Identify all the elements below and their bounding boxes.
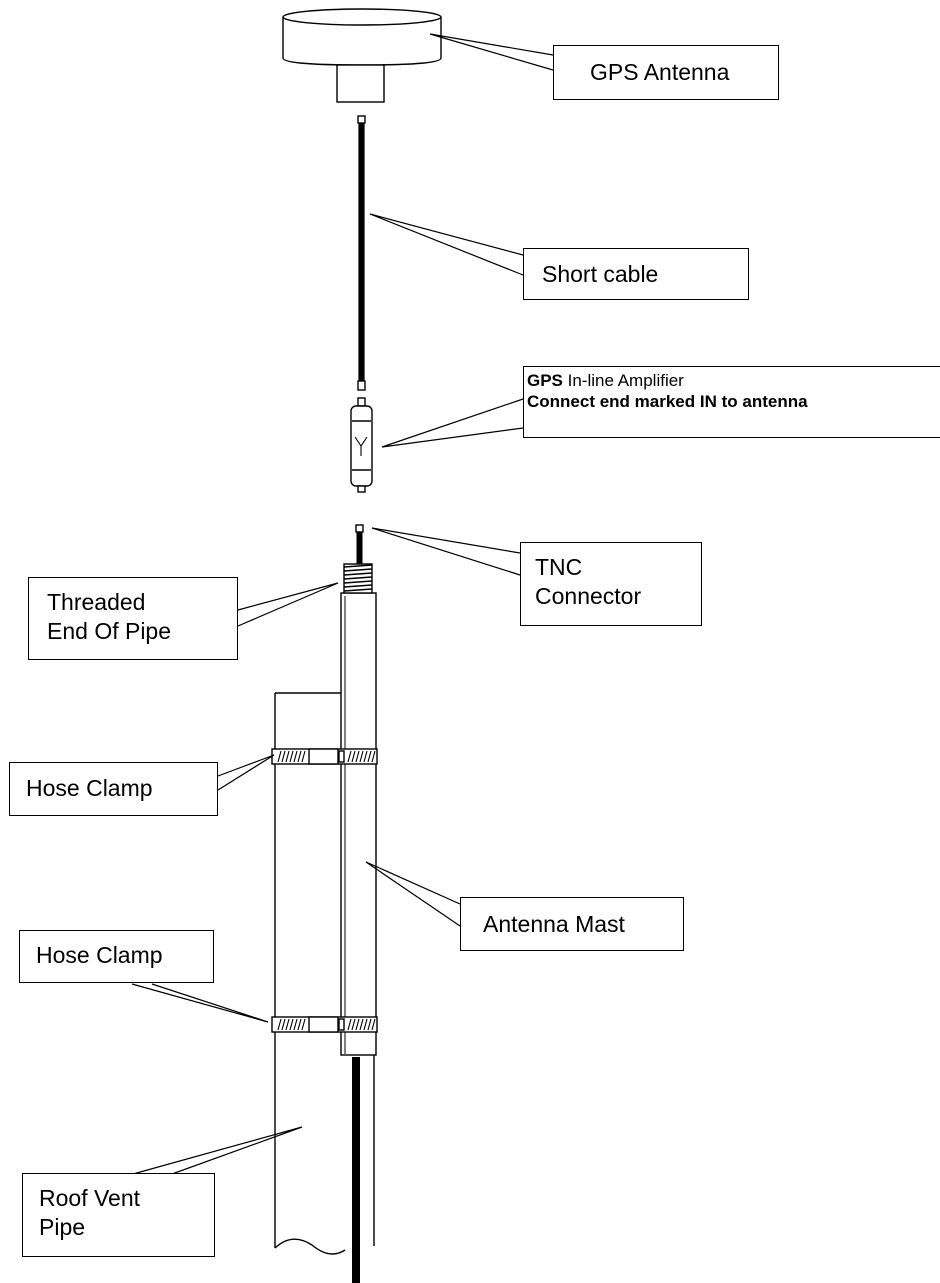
label-tnc-connector: TNC Connector <box>520 542 702 626</box>
long-cable <box>352 524 364 1283</box>
amplifier-line-1: GPS In-line Amplifier <box>527 370 940 391</box>
leader-amplifier <box>381 398 524 448</box>
short-cable <box>357 115 366 391</box>
label-gps-antenna: GPS Antenna <box>553 45 779 100</box>
amplifier-bold-prefix: GPS <box>527 371 563 390</box>
label-antenna-mast: Antenna Mast <box>460 897 684 951</box>
label-inline-amplifier: GPS In-line Amplifier Connect end marked… <box>523 366 940 438</box>
inline-amplifier <box>350 397 373 493</box>
label-short-cable: Short cable <box>523 248 749 300</box>
label-tnc-line-1: TNC <box>535 554 583 580</box>
antenna-mast <box>340 563 377 1056</box>
gps-antenna <box>282 8 442 103</box>
leader-lines <box>131 33 554 1175</box>
label-hose-clamp-lower: Hose Clamp <box>19 930 214 983</box>
label-short-cable-text: Short cable <box>542 261 659 287</box>
label-threaded-line-2: End Of Pipe <box>47 618 172 644</box>
hose-clamp-lower <box>271 1016 378 1033</box>
label-roof-vent-pipe: Roof Vent Pipe <box>22 1173 215 1257</box>
leader-roof <box>132 1126 303 1175</box>
leader-gps-antenna <box>429 33 554 71</box>
amplifier-instruction: Connect end marked IN to antenna <box>527 392 808 411</box>
amplifier-line-2: Connect end marked IN to antenna <box>527 391 940 412</box>
label-gps-antenna-text: GPS Antenna <box>590 59 730 85</box>
roof-vent-pipe <box>274 692 375 1255</box>
label-threaded-end: Threaded End Of Pipe <box>28 577 238 660</box>
amplifier-line-1-rest: In-line Amplifier <box>562 371 684 390</box>
leader-hose-lower <box>131 983 269 1023</box>
leader-tnc <box>371 527 521 576</box>
label-hose-clamp-upper-text: Hose Clamp <box>26 775 153 801</box>
leader-short-cable <box>369 213 524 276</box>
hose-clamp-upper <box>271 748 378 765</box>
label-antenna-mast-text: Antenna Mast <box>483 911 625 937</box>
label-hose-clamp-upper: Hose Clamp <box>9 762 218 816</box>
label-hose-clamp-lower-text: Hose Clamp <box>36 942 163 968</box>
label-threaded-line-1: Threaded <box>47 589 146 615</box>
leader-hose-upper <box>217 754 275 791</box>
label-roof-line-1: Roof Vent <box>39 1185 141 1211</box>
leader-mast <box>365 861 461 927</box>
label-tnc-line-2: Connector <box>535 583 642 609</box>
label-roof-line-2: Pipe <box>39 1214 86 1240</box>
leader-threaded <box>237 582 339 627</box>
